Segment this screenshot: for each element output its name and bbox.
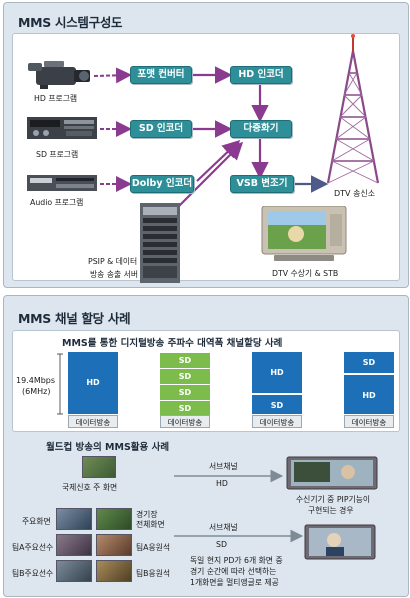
multiplexer-box: 다중화기 [230,120,292,138]
pip-text-1: 수신기기 중 PIP기능이 [296,495,371,504]
stadium-thumbnail [96,508,132,530]
allocation-cell: SD [160,368,210,384]
bandwidth-mhz: (6MHz) [22,387,51,396]
hd-encoder-box: HD 인코더 [230,66,292,84]
allocation-footer: 데이터방송 [160,415,210,428]
allocation-cell: SD [252,393,302,414]
allocation-cell: HD [252,352,302,393]
tower-label: DTV 송신소 [334,189,376,198]
sub-channel-label-2: 서브채널 [209,523,238,532]
allocation-cell: HD [344,373,394,414]
sub-channel-label-1: 서브채널 [209,462,238,471]
pip-text-2: 구현되는 경우 [308,506,354,515]
system-diagram-title: MMS 시스템구성도 [18,15,123,30]
multiangle-tv-icon [304,524,376,560]
team-a-player-thumbnail [56,534,92,556]
team-b-player-label: 팀B주요선수 [12,569,54,578]
stadium-label-2: 전체화면 [136,520,165,529]
system-diagram-panel: MMS 시스템구성도 [3,2,409,288]
arrow-hd-to-converter [93,67,132,84]
audio-deck-icon [26,173,98,193]
sd-channel-label: SD [216,540,227,549]
hd-program-label: HD 프로그램 [34,94,78,103]
stadium-label-1: 경기장 [136,510,158,519]
vsb-modulator-box: VSB 변조기 [230,175,294,193]
arrow-server-to-mux [173,141,244,212]
allocation-cell: SD [344,352,394,373]
sd-vcr-icon [26,115,98,141]
intl-signal-thumbnail [82,456,116,478]
main-screen-thumbnail [56,508,92,530]
pip-tv-icon [286,456,378,490]
sd-encoder-box: SD 인코더 [130,120,192,138]
team-b-fans-label: 팀B응원석 [136,569,171,578]
desc-line-1: 독일 현지 PD가 6개 화면 중 [190,556,283,565]
allocation-cell: HD [68,352,118,414]
sd-program-label: SD 프로그램 [36,150,79,159]
server-label-2: 방송 송출 서버 [90,270,138,279]
bandwidth-subtitle: MMS를 통한 디지털방송 주파수 대역폭 채널할당 사례 [62,338,283,349]
worldcup-title: 월드컵 방송의 MMS활용 사례 [46,442,170,453]
allocation-footer: 데이터방송 [344,415,394,428]
dtv-receiver-icon [260,205,348,262]
intl-signal-label: 국제신호 주 화면 [62,483,118,492]
allocation-cell: SD [160,352,210,368]
hd-channel-label: HD [216,479,228,488]
team-b-fans-thumbnail [96,560,132,582]
format-converter-box: 포맷 컨버터 [130,66,192,84]
desc-line-3: 1개화면을 멀티앵글로 제공 [190,578,279,587]
allocation-cell: SD [160,384,210,400]
worldcup-arrows [174,469,304,543]
desc-line-2: 경기 순간에 따라 선택하는 [190,567,277,576]
server-label-1: PSIP & 데이터 [88,257,138,266]
system-diagram-connectors [93,66,329,212]
bandwidth-bracket [57,353,63,415]
team-a-fans-label: 팀A응원석 [136,543,171,552]
channel-allocation-panel: MMS 채널 할당 사례 MMS를 통한 디지털방송 주파수 대역폭 채널할당 … [3,295,409,597]
allocation-footer: 데이터방송 [252,415,302,428]
transmission-tower-icon [322,33,384,185]
allocation-footer: 데이터방송 [68,415,118,428]
allocation-cell: SD [160,400,210,416]
channel-allocation-title: MMS 채널 할당 사례 [18,311,131,326]
team-a-fans-thumbnail [96,534,132,556]
dolby-encoder-box: Dolby 인코더 [130,175,194,193]
server-rack-icon [138,203,182,283]
team-a-player-label: 팀A주요선수 [12,543,54,552]
receiver-label: DTV 수상기 & STB [272,269,339,278]
main-screen-label: 주요화면 [22,517,51,526]
audio-program-label: Audio 프로그램 [30,198,84,207]
hd-camera-icon [26,57,92,91]
team-b-player-thumbnail [56,560,92,582]
bandwidth-value: 19.4Mbps [16,376,56,385]
